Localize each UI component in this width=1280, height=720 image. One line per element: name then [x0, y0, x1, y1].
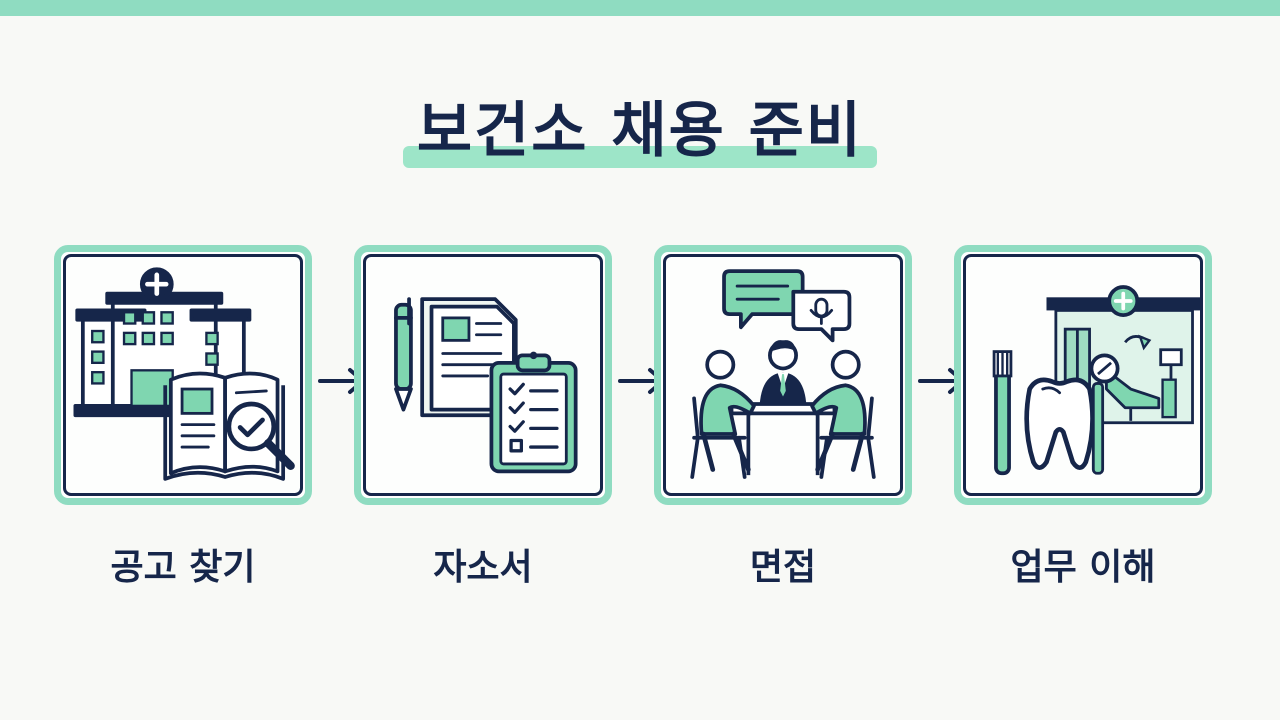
step-label-3: 면접	[749, 547, 817, 588]
step-label-1: 공고 찾기	[110, 547, 256, 588]
top-accent-bar	[0, 0, 1280, 16]
title-area: 보건소 채용 준비	[0, 92, 1280, 170]
hospital-with-job-posting-magnifier-icon	[73, 267, 295, 481]
documents-clipboard-checklist-pen-icon	[394, 297, 578, 474]
step-card-4	[954, 245, 1212, 505]
page-title: 보건소 채용 준비	[416, 96, 864, 166]
step-card-2	[354, 245, 612, 505]
interview-table-speech-bubbles-icon	[690, 269, 876, 479]
step-label-2: 자소서	[433, 547, 533, 588]
title-highlight: 보건소 채용 준비	[402, 92, 878, 170]
step-card-1	[54, 245, 312, 505]
step-label-4: 업무 이해	[1010, 547, 1156, 588]
step-card-3	[654, 245, 912, 505]
dental-clinic-tooth-toothbrush-icon	[992, 285, 1200, 476]
